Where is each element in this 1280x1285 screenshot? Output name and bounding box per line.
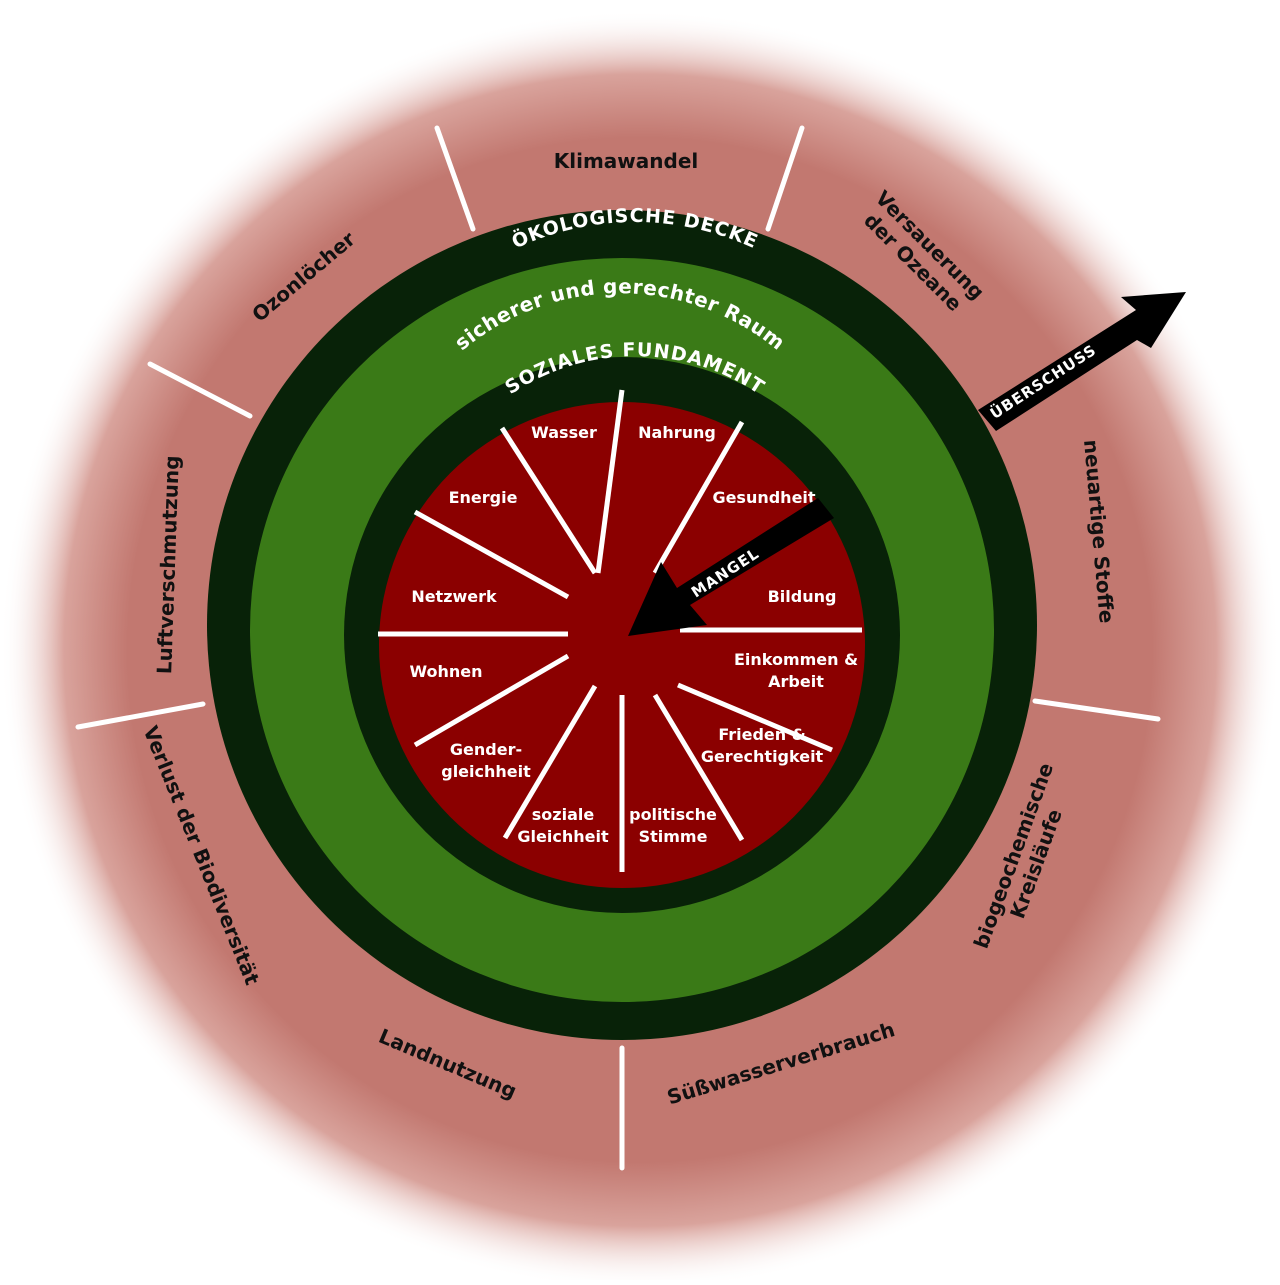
foundation-dividers (378, 389, 862, 872)
boundary-dividers (75, 125, 1161, 1171)
social-foundation-label-line: gleichheit (441, 762, 531, 781)
foundation-divider (595, 389, 625, 574)
shortfall-zone (379, 402, 865, 888)
social-foundation-label-line: politische (629, 805, 717, 824)
social-foundation-label: Bildung (768, 587, 837, 606)
ecological-boundary-label: Klimawandel (554, 149, 699, 173)
social-foundation-labels: Wasser NahrungGesundheitBildungEinkommen … (409, 423, 858, 846)
social-foundation-label-line: Gleichheit (517, 827, 609, 846)
social-foundation-label: Energie (449, 488, 518, 507)
social-foundation-label: Gender-gleichheit (441, 740, 531, 781)
overshoot-arrow-shape (978, 292, 1186, 431)
social-foundation-label: Wasser (531, 423, 597, 442)
boundary-divider (434, 125, 476, 232)
social-foundation-label: Nahrung (638, 423, 716, 442)
social-foundation-label-line: Nahrung (638, 423, 716, 442)
social-foundation-label-line: Wohnen (409, 662, 482, 681)
social-foundation-label-line: Arbeit (768, 672, 824, 691)
social-foundation-label: Wohnen (409, 662, 482, 681)
boundary-divider (1032, 698, 1161, 722)
foundation-divider (502, 684, 598, 840)
social-foundation-label-line: Stimme (639, 827, 708, 846)
boundary-divider (75, 701, 206, 730)
ecological-boundary-label-line: Klimawandel (554, 149, 699, 173)
boundary-divider (765, 125, 805, 232)
foundation-divider (413, 653, 570, 748)
social-foundation-label-line: soziale (532, 805, 595, 824)
social-foundation-label: Netzwerk (411, 587, 497, 606)
social-foundation-label-line: Gerechtigkeit (701, 747, 824, 766)
social-foundation-label: Einkommen & Arbeit (734, 650, 858, 691)
social-foundation-label-line: Einkommen & (734, 650, 858, 669)
social-foundation-label-line: Netzwerk (411, 587, 497, 606)
social-foundation-label: Gesundheit (712, 488, 815, 507)
social-foundation-label-line: Wasser (531, 423, 597, 442)
social-foundation-label-line: Gender- (450, 740, 522, 759)
social-foundation-label-line: Energie (449, 488, 518, 507)
boundary-divider (147, 361, 253, 419)
social-foundation-label-line: Frieden & (718, 725, 805, 744)
foundation-divider (652, 693, 745, 842)
foundation-divider (652, 420, 745, 575)
social-foundation-label-line: Bildung (768, 587, 837, 606)
foundation-divider (499, 426, 598, 575)
shortfall-arrow-shape (628, 498, 834, 636)
social-foundation-label-line: Gesundheit (712, 488, 815, 507)
foundation-divider (413, 509, 570, 600)
foundation-divider (677, 682, 833, 753)
social-foundation-label: Frieden & Gerechtigkeit (701, 725, 824, 766)
